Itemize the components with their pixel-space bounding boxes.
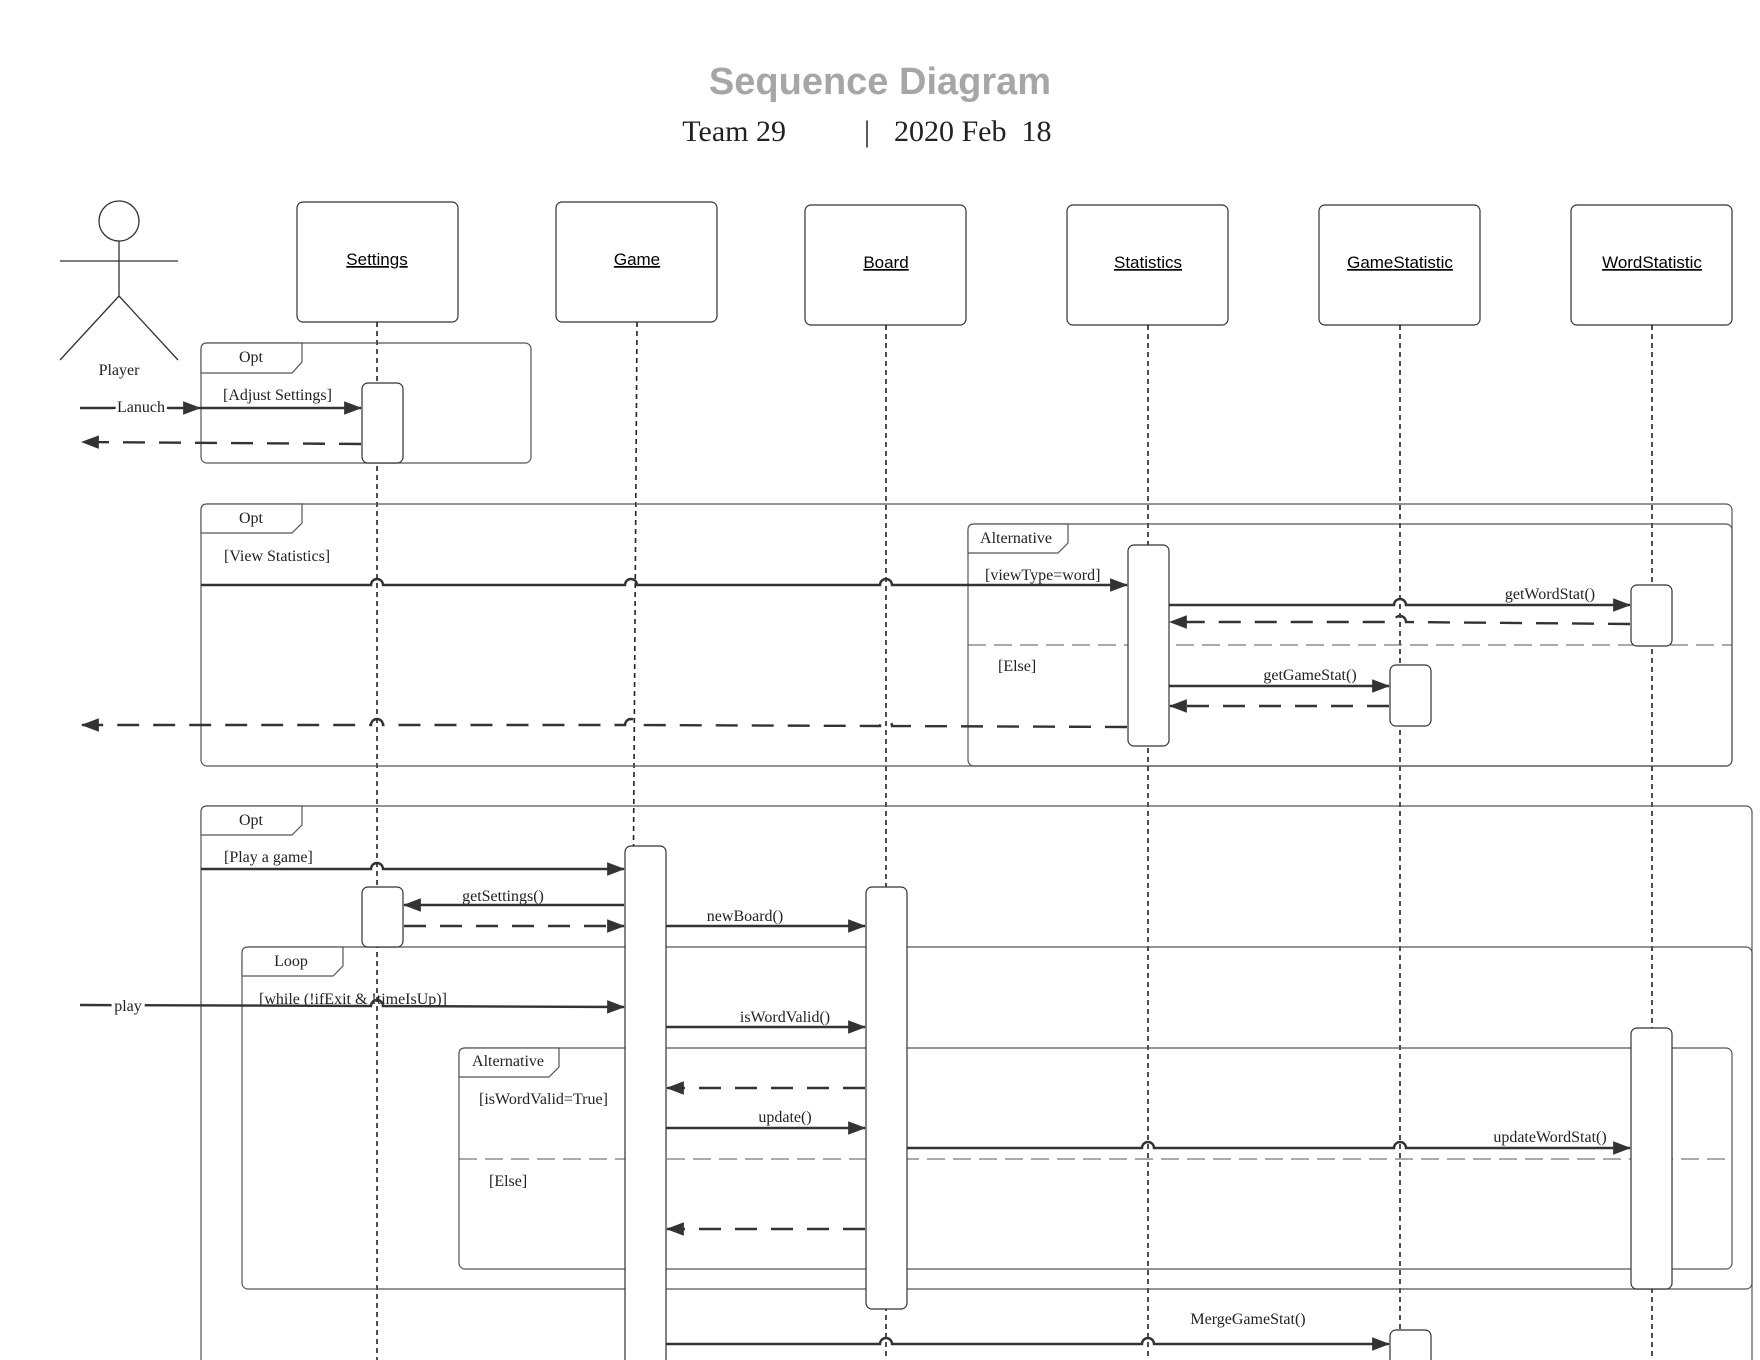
fragment-alt-word-valid: Alternative [isWordValid=True] [Else] — [458, 1047, 1733, 1270]
message-play-a-game — [201, 861, 626, 876]
fragment-loop: Loop [while (!ifExit & !timeIsUp)] — [241, 946, 1753, 1290]
object-label-board: Board — [863, 253, 908, 272]
activation-gamestatistic-2 — [1389, 1329, 1432, 1360]
fragment-guard-1: [viewType=word] — [985, 567, 1100, 584]
activation-statistics — [1127, 544, 1170, 747]
player-actor[interactable]: Player — [59, 200, 179, 379]
fragment-tag: Loop — [274, 953, 308, 970]
fragment-guard: [while (!ifExit & !timeIsUp)] — [259, 991, 447, 1008]
message-get-word-stat — [1169, 597, 1632, 612]
object-label-settings: Settings — [346, 250, 407, 269]
message-new-board-label: newBoard() — [707, 908, 783, 925]
fragment-tag: Opt — [239, 510, 264, 527]
diagram-title: Sequence Diagram — [709, 61, 1051, 103]
fragment-guard-2: [Else] — [998, 658, 1036, 675]
message-is-word-valid-label: isWordValid() — [740, 1009, 830, 1026]
message-merge-game-stat — [666, 1336, 1391, 1351]
object-label-statistics: Statistics — [1114, 253, 1182, 272]
message-view-statistics — [201, 577, 1129, 592]
actor-head — [98, 200, 140, 242]
subtitle-separator: | — [864, 115, 870, 148]
fragment-tag: Alternative — [980, 530, 1052, 547]
subtitle-date: 2020 Feb 18 — [894, 115, 1052, 148]
object-board[interactable]: Board — [804, 204, 967, 326]
activation-wordstatistic-2 — [1630, 1027, 1673, 1290]
object-gamestatistic[interactable]: GameStatistic — [1318, 204, 1481, 326]
message-get-word-stat-label: getWordStat() — [1505, 586, 1595, 603]
fragment-guard-1: [isWordValid=True] — [479, 1091, 608, 1108]
fragment-tag: Opt — [239, 349, 264, 366]
activation-settings-2 — [361, 886, 404, 948]
object-statistics[interactable]: Statistics — [1066, 204, 1229, 326]
object-label-gamestatistic: GameStatistic — [1347, 253, 1453, 272]
object-wordstatistic[interactable]: WordStatistic — [1570, 204, 1733, 326]
fragment-guard: [View Statistics] — [224, 548, 330, 565]
fragment-guard-2: [Else] — [489, 1173, 527, 1190]
fragment-alt-view-type: Alternative [viewType=word] [Else] — [967, 523, 1733, 767]
object-label-wordstatistic: WordStatistic — [1602, 253, 1702, 272]
activation-game — [624, 845, 667, 1360]
actor-label: Player — [99, 362, 141, 379]
actor-right-leg — [118, 295, 179, 361]
message-update-label: update() — [758, 1109, 811, 1126]
fragment-guard: [Adjust Settings] — [223, 387, 332, 404]
activation-wordstatistic-1 — [1630, 584, 1673, 647]
fragment-tag: Alternative — [472, 1053, 544, 1070]
object-label-game: Game — [614, 250, 660, 269]
subtitle-team: Team 29 — [682, 115, 786, 148]
fragment-opt-play-game: Opt [Play a game] — [200, 805, 1753, 1360]
message-merge-game-stat-label: MergeGameStat() — [1190, 1311, 1305, 1328]
message-update-word-stat-label: updateWordStat() — [1493, 1129, 1606, 1146]
message-launch-label: Lanuch — [117, 399, 165, 416]
object-settings[interactable]: Settings — [296, 201, 459, 323]
message-play-label: play — [114, 998, 142, 1015]
return-adjust-settings — [80, 435, 362, 449]
return-view-statistics — [80, 717, 1128, 732]
message-get-game-stat-label: getGameStat() — [1263, 667, 1356, 684]
actor-left-leg — [59, 295, 120, 361]
fragment-tag: Opt — [239, 812, 264, 829]
fragment-opt-adjust-settings: Opt [Adjust Settings] — [200, 342, 532, 464]
object-game[interactable]: Game — [555, 201, 718, 323]
message-get-settings-label: getSettings() — [462, 888, 544, 905]
return-get-word-stat — [1168, 614, 1631, 629]
message-play — [79, 998, 626, 1014]
message-update-word-stat — [907, 1140, 1632, 1155]
activation-board — [865, 886, 908, 1310]
activation-gamestatistic-1 — [1389, 664, 1432, 727]
activation-settings-1 — [361, 382, 404, 464]
fragment-guard: [Play a game] — [224, 849, 313, 866]
